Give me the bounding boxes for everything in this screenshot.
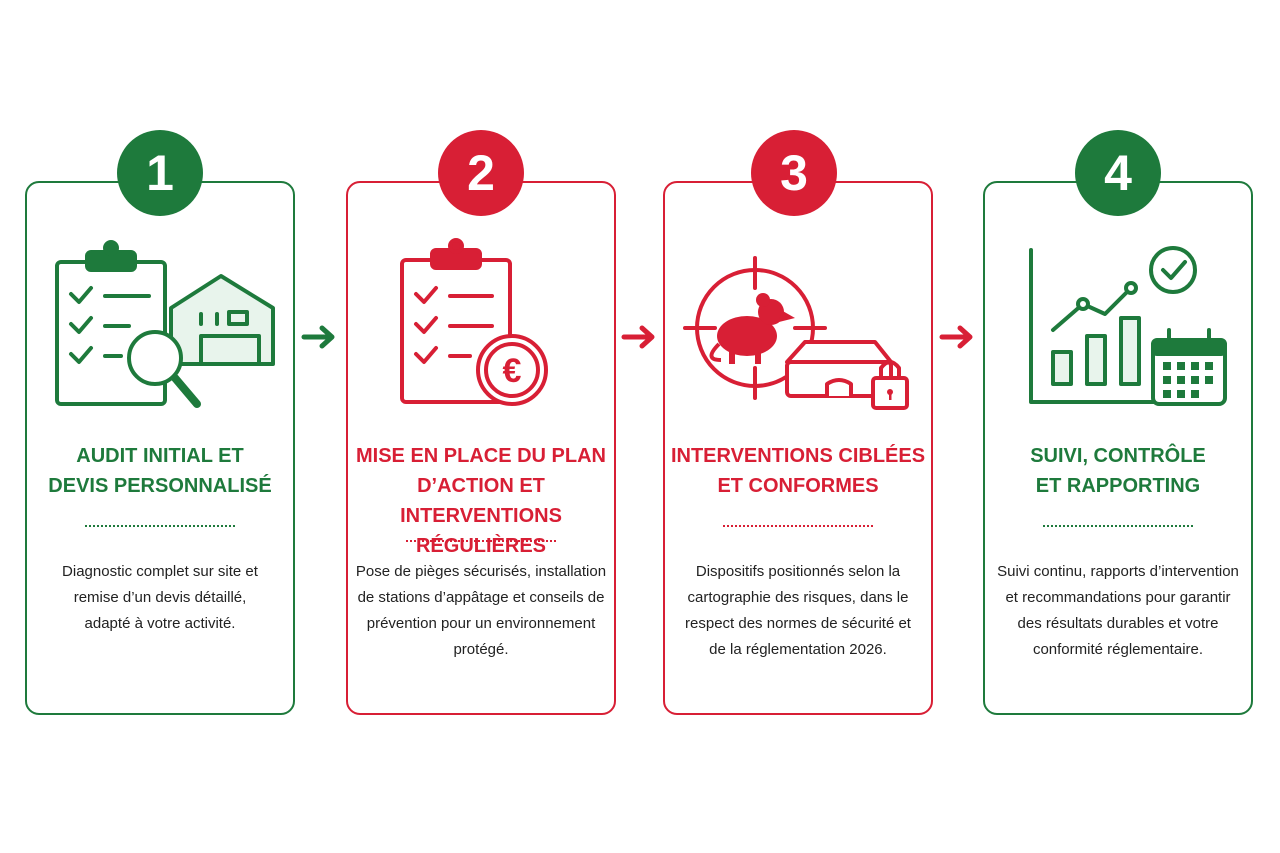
step-card xyxy=(346,181,616,715)
step-number-badge: 4 xyxy=(1075,130,1161,216)
step-description: Suivi continu, rapports d’intervention e… xyxy=(997,563,1239,658)
svg-text:€: € xyxy=(503,352,522,390)
step-card xyxy=(983,181,1253,715)
step-number-badge: 3 xyxy=(751,130,837,216)
arrow-right-icon xyxy=(301,325,335,349)
step-title: INTERVENTIONS CIBLÉES ET CONFORMES xyxy=(670,445,926,497)
step-card xyxy=(663,181,933,715)
rodent-target-bait-station-icon xyxy=(663,232,933,422)
clipboard-euro-icon: € xyxy=(346,232,616,422)
arrow-right-icon xyxy=(939,325,973,349)
step-card xyxy=(25,181,295,715)
dotted-divider xyxy=(1043,525,1193,527)
step-title: SUIVI, CONTRÔLE ET RAPPORTING xyxy=(1030,445,1206,497)
step-title: MISE EN PLACE DU PLAN D’ACTION ET INTERV… xyxy=(355,445,607,557)
dotted-divider xyxy=(406,540,556,542)
dotted-divider xyxy=(723,525,873,527)
arrow-right-icon xyxy=(621,325,655,349)
step-description: Pose de pièges sécurisés, installation d… xyxy=(355,563,607,658)
step-title: AUDIT INITIAL ET DEVIS PERSONNALISÉ xyxy=(48,445,272,497)
dotted-divider xyxy=(85,525,235,527)
clipboard-magnifier-building-icon xyxy=(25,232,295,422)
step-description: Diagnostic complet sur site et remise d’… xyxy=(62,563,258,632)
step-number-badge: 2 xyxy=(438,130,524,216)
chart-check-calendar-icon xyxy=(983,232,1253,422)
step-description: Dispositifs positionnés selon la cartogr… xyxy=(685,563,911,658)
step-number-badge: 1 xyxy=(117,130,203,216)
